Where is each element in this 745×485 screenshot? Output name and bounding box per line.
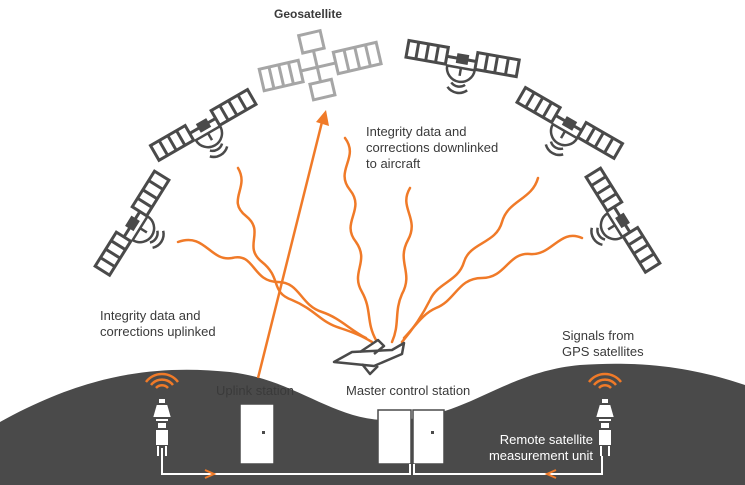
remote-unit-icon bbox=[144, 372, 180, 456]
remote-unit-icon bbox=[587, 372, 623, 456]
gps-satellite-icon bbox=[149, 88, 271, 185]
gps-satellite-icon bbox=[399, 38, 521, 104]
master-control-station-icon bbox=[377, 409, 445, 465]
geosatellite-label: Geosatellite bbox=[274, 7, 343, 21]
gps-satellite-icon bbox=[562, 166, 662, 288]
ground bbox=[0, 363, 745, 485]
signal-waves bbox=[176, 136, 584, 344]
network-arrow-icon bbox=[544, 469, 557, 479]
uplink-station-icon bbox=[239, 403, 275, 465]
downlink-label: Integrity data and corrections downlinke… bbox=[366, 124, 499, 171]
aircraft-icon bbox=[332, 338, 406, 376]
uplink-station-label: Uplink station bbox=[216, 383, 295, 398]
network-links bbox=[161, 448, 603, 475]
master-control-station-label: Master control station bbox=[346, 383, 471, 398]
gps-signals-label: Signals from GPS satellites bbox=[562, 328, 644, 359]
geosatellite-icon bbox=[257, 28, 383, 102]
network-arrow-icon bbox=[204, 469, 217, 479]
remote-unit-label: Remote satellite measurement unit bbox=[488, 432, 593, 463]
gps-satellite-icon bbox=[502, 86, 624, 183]
uplink-arrow bbox=[256, 110, 329, 379]
uplinked-label: Integrity data and corrections uplinked bbox=[100, 308, 216, 339]
gps-satellite-icon bbox=[93, 169, 193, 291]
